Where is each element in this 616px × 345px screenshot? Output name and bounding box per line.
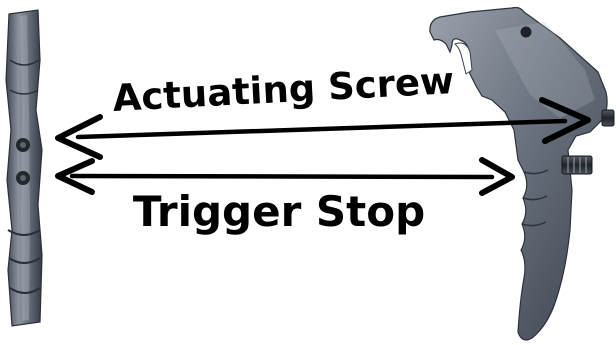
actuating-screw-label: Actuating Screw: [112, 59, 456, 120]
screw-hole-icon: [16, 171, 30, 185]
trigger-side-view-icon: [6, 10, 42, 326]
trigger-stop-label: Trigger Stop: [133, 187, 425, 236]
actuating-screw-tip-icon: [602, 110, 614, 126]
pivot-hole-icon: [521, 27, 532, 38]
screw-hole-icon: [16, 138, 30, 152]
set-screw-icon: [562, 156, 592, 174]
